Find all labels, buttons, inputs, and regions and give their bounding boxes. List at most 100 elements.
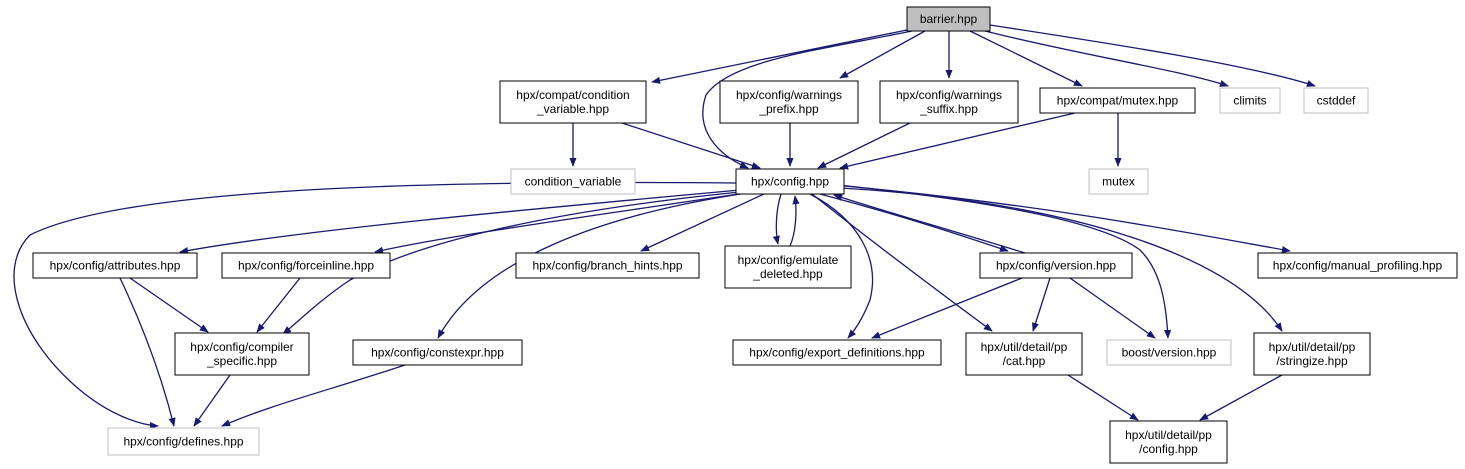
node-box <box>510 168 636 195</box>
node-label: _deleted.hpp <box>752 267 823 281</box>
node-label: /stringize.hpp <box>1276 354 1348 368</box>
edge-barrier-to-cond_var_hpp <box>651 29 908 84</box>
edge-barrier-to-compat_mutex <box>969 30 1083 87</box>
edge-config-to-version <box>819 193 1009 252</box>
node-pp_config[interactable]: hpx/util/detail/pp/config.hpp <box>1109 420 1228 464</box>
node-defines[interactable]: hpx/config/defines.hpp <box>107 427 260 456</box>
node-pp_stringize[interactable]: hpx/util/detail/pp/stringize.hpp <box>1253 332 1371 376</box>
node-label: _specific.hpp <box>206 354 277 368</box>
node-label: /config.hpp <box>1139 442 1198 456</box>
node-attributes[interactable]: hpx/config/attributes.hpp <box>32 252 198 279</box>
node-label: mutex <box>1102 175 1135 189</box>
node-label: condition_variable <box>525 175 622 189</box>
node-box <box>965 332 1083 376</box>
node-label: climits <box>1233 94 1266 108</box>
node-compat_mutex[interactable]: hpx/compat/mutex.hpp <box>1039 87 1196 114</box>
node-box <box>724 245 852 289</box>
edge-config-to-defines <box>13 181 737 430</box>
node-label: hpx/compat/condition <box>516 88 629 102</box>
node-config[interactable]: hpx/config.hpp <box>735 168 845 195</box>
node-box <box>352 339 523 366</box>
node-label: _prefix.hpp <box>758 102 819 116</box>
node-emulate_deleted[interactable]: hpx/config/emulate_deleted.hpp <box>724 245 852 289</box>
node-box <box>221 252 391 279</box>
node-climits[interactable]: climits <box>1219 87 1281 114</box>
node-label: hpx/config/attributes.hpp <box>50 259 181 273</box>
node-label: hpx/config/manual_profiling.hpp <box>1273 259 1443 273</box>
edge-config-to-compiler_specific <box>282 191 741 335</box>
node-label: hpx/config/warnings <box>736 88 842 102</box>
node-box <box>1106 339 1232 366</box>
edge-version-to-pp_cat <box>1032 277 1051 332</box>
edge-version-to-config <box>833 194 1026 254</box>
node-pp_cat[interactable]: hpx/util/detail/pp/cat.hpp <box>965 332 1083 376</box>
node-box <box>732 339 942 366</box>
node-box <box>1088 168 1149 195</box>
node-box <box>1257 252 1458 279</box>
node-box <box>719 80 859 124</box>
node-box <box>735 168 845 195</box>
edge-config-to-attributes <box>179 189 741 255</box>
node-condition_variable[interactable]: condition_variable <box>510 168 636 195</box>
edge-compat_mutex-to-config <box>839 112 1076 170</box>
edge-version-to-boost_version <box>1069 277 1156 339</box>
edge-config-to-pp_cat <box>811 193 993 332</box>
nodes-layer: barrier.hpp hpx/compat/condition_variable… <box>32 6 1458 464</box>
node-box <box>174 332 310 376</box>
edge-compiler_specific-to-defines <box>193 374 231 427</box>
node-label: hpx/compat/mutex.hpp <box>1057 94 1179 108</box>
node-manual_profiling[interactable]: hpx/config/manual_profiling.hpp <box>1257 252 1458 279</box>
edge-pp_cat-to-pp_config <box>1067 374 1139 421</box>
node-box <box>879 80 1019 124</box>
edge-config-to-branch_hints <box>640 193 765 252</box>
edge-barrier-to-cstddef <box>989 24 1316 87</box>
edge-config-to-emulate_deleted <box>772 193 782 245</box>
edge-config-to-constexpr <box>437 192 748 339</box>
edge-emulate_deleted-to-config <box>789 195 800 247</box>
node-compiler_specific[interactable]: hpx/config/compiler_specific.hpp <box>174 332 310 376</box>
node-cstddef[interactable]: cstddef <box>1303 87 1369 114</box>
node-label: hpx/config/emulate <box>738 253 839 267</box>
node-label: hpx/config/branch_hints.hpp <box>532 259 682 273</box>
node-label: hpx/config/constexpr.hpp <box>371 346 504 360</box>
node-cond_var_hpp[interactable]: hpx/compat/condition_variable.hpp <box>499 80 647 124</box>
edge-barrier-to-config <box>702 30 913 169</box>
node-box <box>979 252 1133 279</box>
edge-attributes-to-defines <box>119 277 176 427</box>
edge-config-to-forceinline <box>374 192 746 254</box>
node-export_definitions[interactable]: hpx/config/export_definitions.hpp <box>732 339 942 366</box>
node-label: hpx/config/version.hpp <box>996 259 1116 273</box>
node-label: _suffix.hpp <box>919 102 978 116</box>
node-label: /cat.hpp <box>1003 354 1046 368</box>
node-box <box>1219 87 1281 114</box>
node-label: hpx/util/detail/pp <box>1125 428 1212 442</box>
node-box <box>1109 420 1228 464</box>
edge-config-to-pp_stringize <box>839 187 1283 332</box>
node-mutex[interactable]: mutex <box>1088 168 1149 195</box>
edge-attributes-to-compiler_specific <box>129 277 209 333</box>
edge-constexpr-to-defines <box>221 364 406 427</box>
node-barrier[interactable]: barrier.hpp <box>906 6 991 32</box>
node-box <box>1303 87 1369 114</box>
node-label: hpx/config/export_definitions.hpp <box>749 346 925 360</box>
node-box <box>499 80 647 124</box>
node-constexpr[interactable]: hpx/config/constexpr.hpp <box>352 339 523 366</box>
node-box <box>107 427 260 456</box>
node-label: hpx/util/detail/pp <box>981 340 1068 354</box>
edge-barrier-to-warn_prefix <box>839 30 926 79</box>
node-boost_version[interactable]: boost/version.hpp <box>1106 339 1232 366</box>
node-version[interactable]: hpx/config/version.hpp <box>979 252 1133 279</box>
node-branch_hints[interactable]: hpx/config/branch_hints.hpp <box>515 252 700 279</box>
edge-barrier-to-climits <box>984 30 1229 87</box>
node-warn_prefix[interactable]: hpx/config/warnings_prefix.hpp <box>719 80 859 124</box>
node-box <box>1253 332 1371 376</box>
edge-config-to-manual_profiling <box>843 185 1291 254</box>
node-label: barrier.hpp <box>920 12 978 26</box>
node-label: hpx/config/warnings <box>896 88 1002 102</box>
node-box <box>515 252 700 279</box>
node-warn_suffix[interactable]: hpx/config/warnings_suffix.hpp <box>879 80 1019 124</box>
edge-config-to-export_definitions <box>809 193 874 339</box>
node-forceinline[interactable]: hpx/config/forceinline.hpp <box>221 252 391 279</box>
node-label: hpx/config.hpp <box>751 175 829 189</box>
